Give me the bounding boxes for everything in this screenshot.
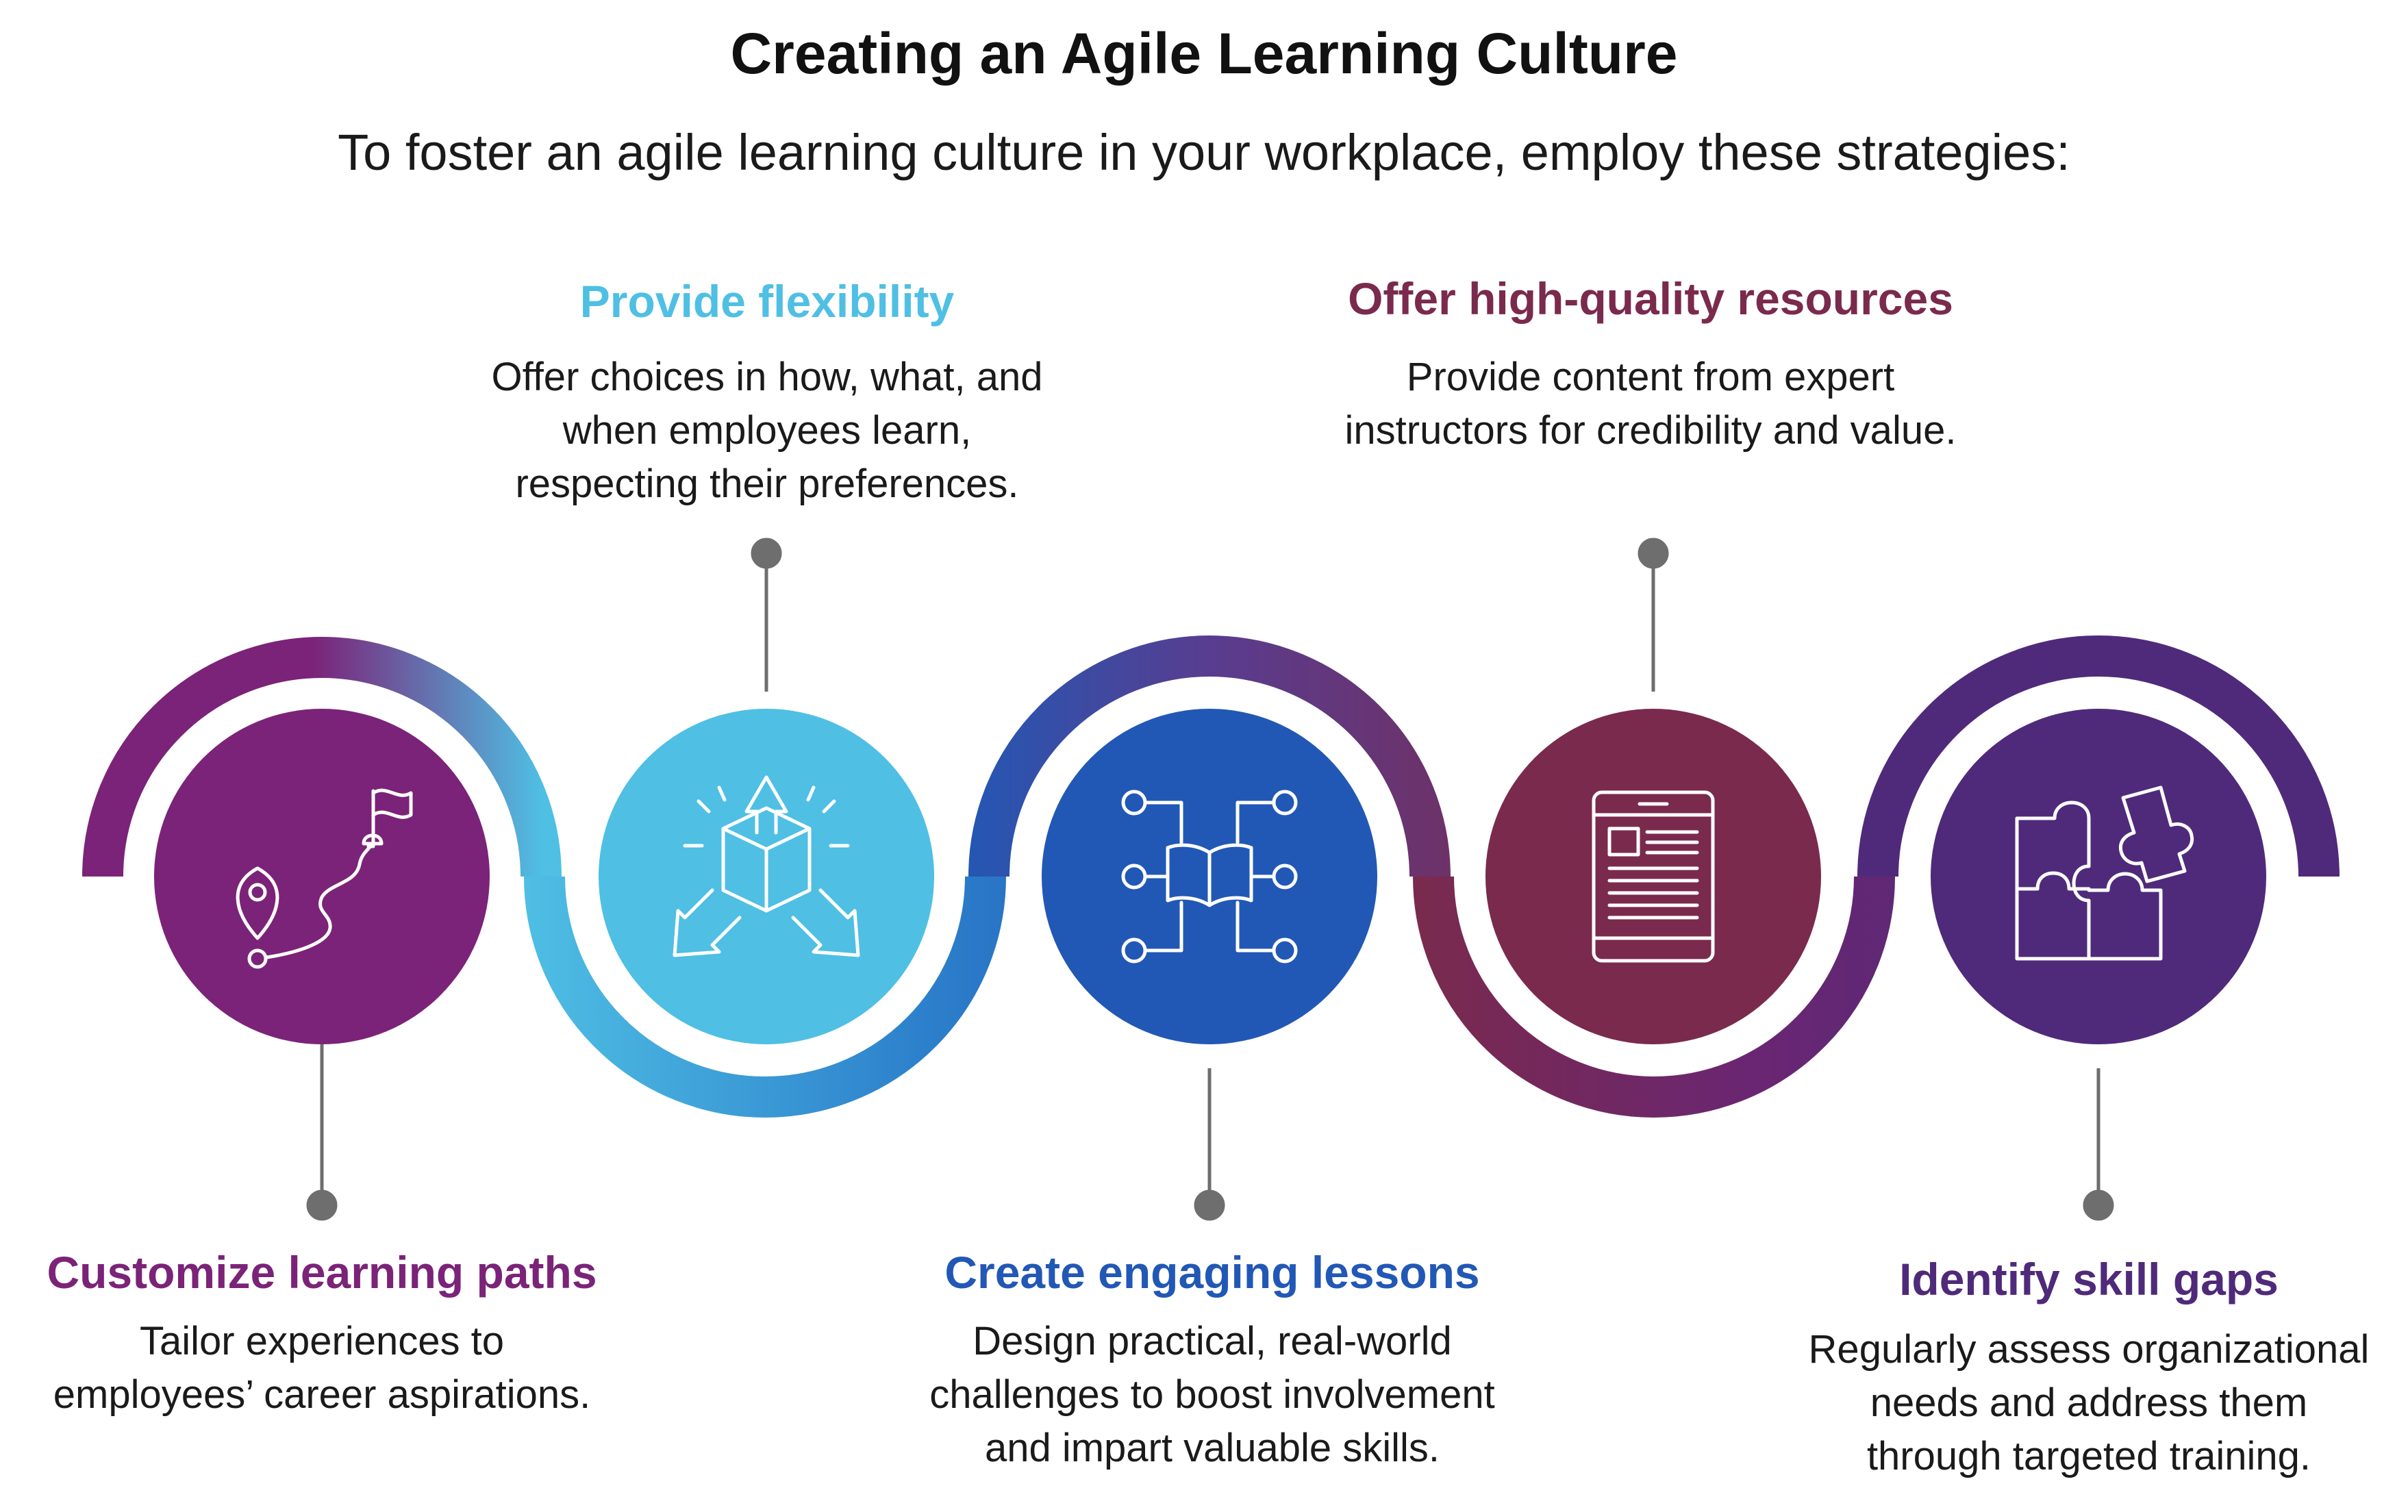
step-heading-4: Offer high-quality resources (1348, 273, 1953, 324)
step-heading-5: Identify skill gaps (1899, 1254, 2279, 1305)
step-circle-5 (1931, 709, 2266, 1044)
connector-dot (2083, 1189, 2114, 1221)
step-description-line: respecting their preferences. (515, 462, 1019, 506)
wave-segment-4 (1413, 876, 1895, 1118)
step-description-1: Tailor experiences to employees’ career … (41, 1315, 603, 1422)
step-description-line: needs and address them (1870, 1381, 2308, 1425)
step-description-line: and impart valuable skills. (984, 1426, 1440, 1470)
connectors (306, 538, 2114, 1221)
step-description-4: Provide content from expert instructors … (1288, 351, 2014, 457)
step-description-5: Regularly assess organizational needs an… (1781, 1323, 2397, 1483)
wave-segment-2 (524, 876, 1006, 1118)
connector-dot (1638, 538, 1669, 569)
book-network-icon (1121, 790, 1298, 963)
connector-dot (306, 1189, 338, 1221)
step-circle-1 (154, 709, 490, 1044)
step-description-2: Offer choices in how, what, and when emp… (479, 351, 1055, 511)
step-description-line: instructors for credibility and value. (1344, 408, 1957, 453)
page-subtitle: To foster an agile learning culture in y… (338, 124, 2070, 181)
wave-segment-5 (1857, 635, 2340, 877)
box-arrows-icon (673, 775, 860, 957)
step-description-line: Regularly assess organizational (1808, 1327, 2370, 1372)
step-description-line: Provide content from expert (1406, 355, 1895, 399)
puzzle-icon (2015, 785, 2194, 961)
connector-dot (1194, 1189, 1225, 1221)
step-description-line: Tailor experiences to (140, 1319, 504, 1363)
wave-segment-3 (968, 635, 1451, 877)
step-heading-3: Create engaging lessons (944, 1247, 1480, 1298)
step-description-line: Design practical, real-world (973, 1319, 1452, 1363)
map-route-flag-icon (236, 788, 413, 969)
step-description-line: challenges to boost involvement (929, 1372, 1495, 1417)
wave-band (82, 635, 2340, 1118)
step-heading-2: Provide flexibility (579, 276, 955, 327)
wave-segment-1 (82, 637, 562, 877)
page-title: Creating an Agile Learning Culture (730, 21, 1678, 86)
connector-dot (751, 538, 782, 569)
step-description-line: Offer choices in how, what, and (491, 355, 1043, 399)
step-description-line: when employees learn, (562, 408, 972, 453)
step-circle-4 (1485, 709, 1821, 1044)
step-description-line: through targeted training. (1866, 1434, 2311, 1478)
step-description-3: Design practical, real-world challenges … (890, 1315, 1534, 1475)
step-heading-1: Customize learning paths (47, 1247, 597, 1298)
tablet-document-icon (1592, 790, 1715, 963)
step-description-line: employees’ career aspirations. (53, 1372, 591, 1417)
